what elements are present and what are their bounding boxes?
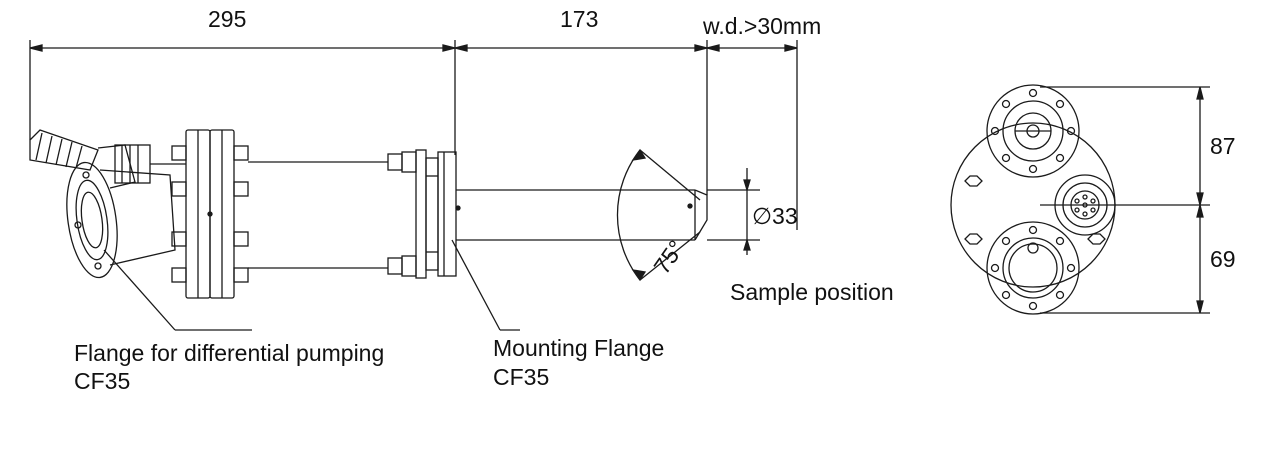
- dim-diameter: ∅33: [752, 203, 798, 229]
- diff-pump-flange-size: CF35: [74, 368, 131, 394]
- angle-dimension: [616, 148, 701, 282]
- dim-length-rear: 295: [208, 6, 247, 32]
- mounting-flange-label: Mounting Flange: [493, 335, 665, 361]
- dim-working-distance: w.d.>30mm: [703, 13, 822, 39]
- end-view: [950, 84, 1210, 315]
- dimension-lines: [29, 40, 798, 230]
- mounting-flange-size: CF35: [493, 364, 550, 390]
- diff-pump-flange-label: Flange for differential pumping: [74, 340, 385, 366]
- leader-lines: [103, 239, 520, 331]
- main-flange: [171, 129, 249, 299]
- diff-pump-flange: [66, 161, 176, 279]
- dim-height-top: 87: [1210, 133, 1236, 159]
- connector-assembly: [29, 129, 186, 189]
- probe: [456, 189, 708, 241]
- body-tube: [248, 161, 388, 269]
- mounting-flange: [387, 149, 461, 279]
- sample-position-label: Sample position: [730, 279, 894, 305]
- dim-height-bottom: 69: [1210, 246, 1236, 272]
- dim-length-front: 173: [560, 6, 599, 32]
- diameter-dimension: [707, 168, 760, 255]
